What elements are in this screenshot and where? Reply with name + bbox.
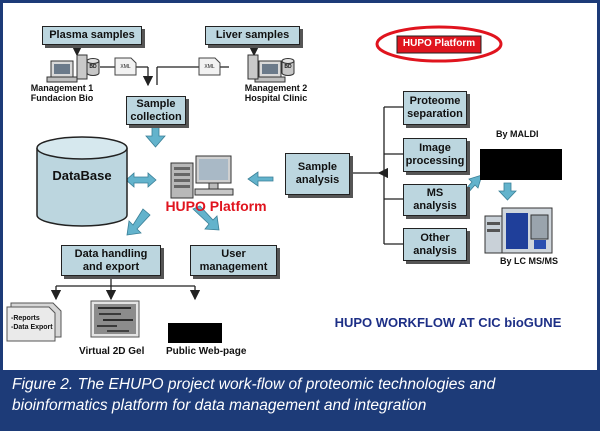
data-handling-box: Data handling and export: [61, 245, 161, 276]
xml-doc-icon-right: [198, 57, 221, 76]
management1-label: Management 1 Fundacion Bio: [21, 83, 103, 103]
user-management-box: User management: [190, 245, 277, 276]
image-processing-box: Image processing: [403, 138, 467, 172]
arrow-platform-to-data-handling: [126, 208, 151, 236]
plasma-samples-box: Plasma samples: [42, 26, 142, 45]
xml-label-left: XML: [120, 64, 131, 70]
sample-analysis-box: Sample analysis: [285, 153, 350, 195]
bd-label-left: BD: [89, 64, 97, 70]
caption-line2: bioinformatics platform for data managem…: [12, 397, 427, 414]
ms-analysis-box: MS analysis: [403, 184, 467, 216]
diagram-panel: Plasma samples Liver samples Sample coll…: [3, 3, 597, 370]
caption-line1: Figure 2. The EHUPO project work-flow of…: [12, 376, 496, 393]
arrow-ms-to-maldi: [463, 174, 483, 195]
computer-icon-management1: [46, 54, 88, 83]
public-web-label: Public Web-page: [166, 346, 247, 357]
arrow-database-platform: [125, 172, 157, 188]
management1-line1: Management 1: [30, 83, 94, 93]
arrow-maldi-to-lcms: [498, 182, 517, 201]
by-maldi-label: By MALDI: [496, 129, 539, 139]
virtual-gel-label: Virtual 2D Gel: [79, 346, 145, 357]
arrow-platform-to-user-mgmt: [192, 205, 220, 231]
xml-label-right: XML: [204, 64, 215, 70]
hupo-platform-title: HUPO Platform: [165, 198, 267, 214]
reports-line1: -Reports: [11, 315, 40, 322]
bd-icon-left: [86, 58, 100, 76]
hupo-platform-badge: [375, 25, 503, 63]
reports-line2: -Data Export: [11, 324, 53, 331]
public-web-image-placeholder: [168, 323, 222, 343]
computer-icon-management2: [247, 54, 286, 83]
reports-label: -Reports -Data Export: [11, 314, 53, 332]
bd-icon-right: [281, 58, 295, 76]
arrow-down-to-platform: [145, 125, 166, 148]
figure-caption: Figure 2. The EHUPO project work-flow of…: [12, 374, 592, 416]
database-cylinder: [36, 136, 128, 227]
reports-document-icon: [6, 302, 62, 342]
by-lcms-label: By LC MS/MS: [500, 256, 559, 266]
maldi-image-placeholder: [480, 149, 562, 180]
database-label: DataBase: [52, 168, 112, 183]
computer-icon-platform: [194, 155, 234, 196]
bd-label-right: BD: [284, 64, 292, 70]
management2-label: Management 2 Hospital Clinic: [235, 83, 317, 103]
other-analysis-box: Other analysis: [403, 228, 467, 261]
hupo-platform-badge-text: HUPO Platform: [402, 38, 476, 49]
management1-line2: Fundacion Bio: [30, 93, 94, 103]
arrow-analysis-to-platform: [247, 171, 274, 187]
liver-samples-box: Liver samples: [205, 26, 300, 45]
sample-collection-box: Sample collection: [126, 96, 186, 125]
management2-line1: Management 2: [244, 83, 308, 93]
virtual-gel-image: [90, 300, 140, 338]
workflow-title: HUPO WORKFLOW AT CIC bioGUNE: [334, 315, 562, 330]
diagram-graphics: [6, 25, 562, 343]
management2-line2: Hospital Clinic: [244, 93, 308, 103]
xml-doc-icon-left: [114, 57, 137, 76]
proteome-separation-box: Proteome separation: [403, 91, 467, 125]
server-icon: [170, 162, 194, 199]
lcms-instrument-icon: [484, 207, 553, 254]
